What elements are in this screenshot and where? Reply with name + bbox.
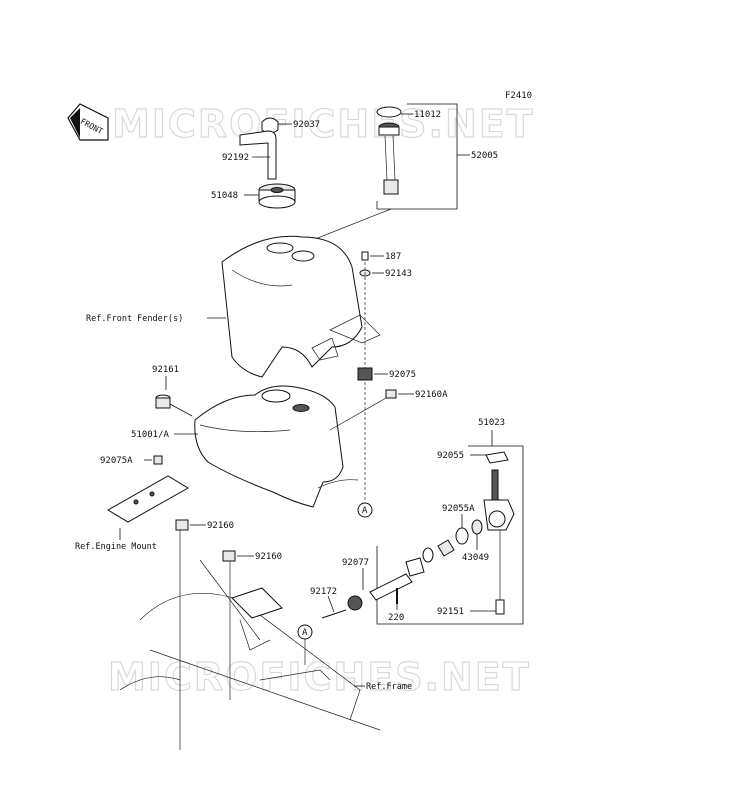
label-92160-b: 92160 — [255, 552, 282, 562]
label-92143: 92143 — [385, 269, 412, 279]
ref-front-fender: Ref.Front Fender(s) — [86, 314, 183, 324]
label-51001a: 51001/A — [131, 430, 170, 440]
hose-92192 — [239, 130, 277, 180]
hose-92151 — [470, 599, 505, 615]
washer-92143 — [359, 269, 384, 277]
fuel-cock — [483, 469, 515, 600]
cap-92161 — [155, 376, 193, 417]
oring-92055a — [455, 514, 469, 545]
washer-43049 — [471, 519, 483, 550]
marker-a-upper: A — [357, 502, 373, 518]
label-92075a: 92075A — [100, 456, 133, 466]
label-11012: 11012 — [414, 110, 441, 120]
label-51023: 51023 — [478, 418, 505, 428]
label-92160a: 92160A — [415, 390, 448, 400]
label-92055a: 92055A — [442, 504, 475, 514]
damper-92160-a — [175, 519, 206, 750]
bracket-engine-mount — [107, 455, 189, 540]
damper-92160a — [329, 389, 414, 431]
plate-92055 — [470, 451, 509, 464]
screw-92172 — [321, 595, 347, 619]
label-220: 220 — [388, 613, 404, 623]
bolt-187 — [361, 251, 384, 261]
fuel-cap-51048 — [244, 183, 296, 209]
fuel-tank-51001a — [174, 385, 359, 508]
fuel-sender-52005 — [299, 103, 470, 246]
lever-92077 — [347, 568, 413, 611]
svg-text:A: A — [362, 506, 368, 516]
ref-frame: Ref.Frame — [366, 682, 412, 692]
marker-a-lower: A — [297, 624, 313, 665]
fuel-gauge-11012 — [376, 106, 413, 136]
label-51048: 51048 — [211, 191, 238, 201]
svg-text:A: A — [302, 628, 308, 638]
collar-92075 — [357, 367, 388, 381]
label-92160-a: 92160 — [207, 521, 234, 531]
label-92075: 92075 — [389, 370, 416, 380]
tank-cover — [207, 235, 381, 378]
label-187: 187 — [385, 252, 401, 262]
ref-engine-mount: Ref.Engine Mount — [75, 542, 157, 552]
label-92077: 92077 — [342, 558, 369, 568]
frame — [119, 559, 381, 731]
label-92172: 92172 — [310, 587, 337, 597]
label-92151: 92151 — [437, 607, 464, 617]
front-arrow-icon: FRONT — [67, 103, 109, 141]
label-92161: 92161 — [152, 365, 179, 375]
damper-92160-b — [222, 550, 254, 700]
watermark-top: MICROFICHES.NET — [112, 102, 535, 146]
label-52005: 52005 — [471, 151, 498, 161]
assembly-box-51023 — [376, 445, 524, 625]
label-92192: 92192 — [222, 153, 249, 163]
label-92037: 92037 — [293, 120, 320, 130]
label-92055: 92055 — [437, 451, 464, 461]
valve-parts — [405, 539, 455, 577]
label-43049: 43049 — [462, 553, 489, 563]
figure-code: F2410 — [505, 91, 532, 101]
watermark-bottom: MICROFICHES.NET — [108, 655, 531, 699]
